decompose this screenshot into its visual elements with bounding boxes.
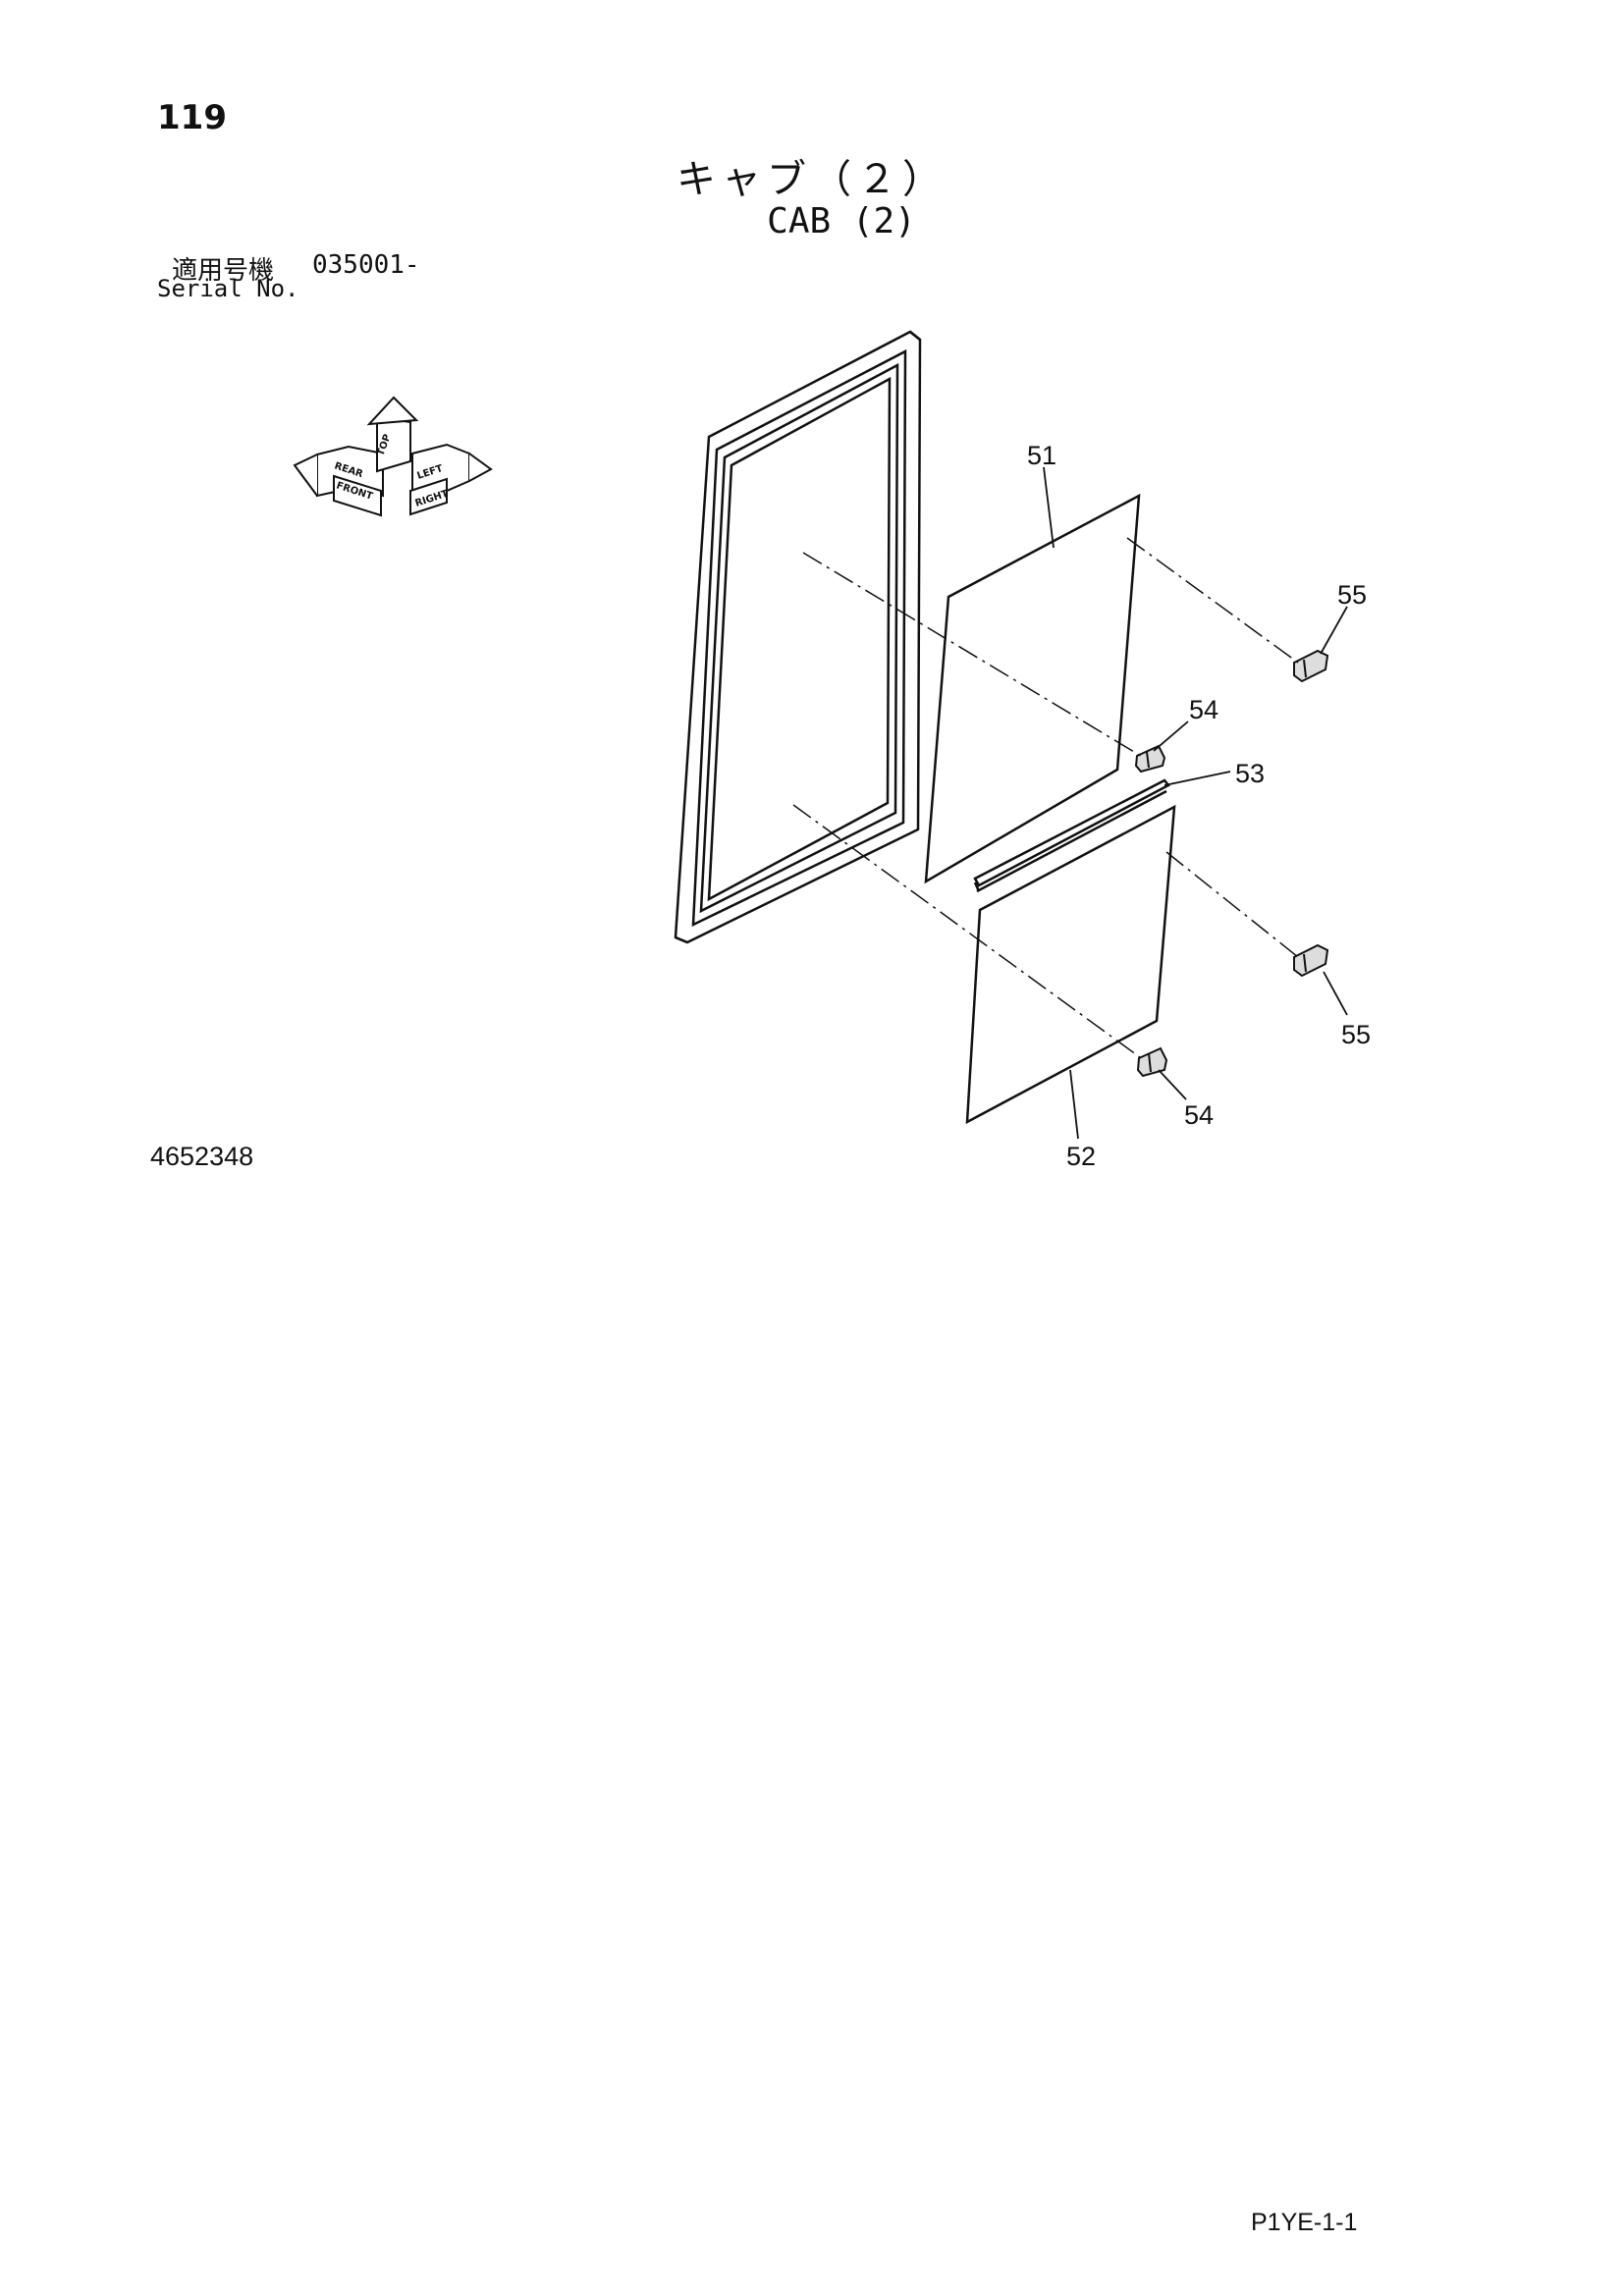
assembly-lines	[792, 537, 1299, 1061]
orientation-indicator	[293, 396, 493, 517]
clip-55-lower	[1293, 943, 1329, 978]
window-frame	[674, 330, 922, 944]
lower-glass-52	[965, 804, 1176, 1125]
callout-55-lower: 55	[1341, 1020, 1371, 1049]
title-english: CAB (2)	[767, 201, 916, 241]
clip-54-lower	[1136, 1046, 1168, 1078]
page-code: P1YE-1-1	[1251, 2209, 1358, 2236]
title-japanese: キャブ（２）	[677, 157, 947, 202]
clip-55-upper	[1293, 649, 1329, 683]
callout-53: 53	[1235, 759, 1265, 788]
callout-52: 52	[1066, 1142, 1096, 1171]
drawing-number: 4652348	[150, 1142, 254, 1171]
callout-55-upper: 55	[1337, 580, 1367, 610]
leader-lines	[1043, 466, 1348, 1140]
page-number: 119	[157, 98, 227, 137]
callout-54-lower: 54	[1184, 1100, 1214, 1130]
serial-label-english: Serial No.	[157, 275, 299, 302]
callout-54-upper: 54	[1189, 695, 1218, 724]
callout-51: 51	[1027, 441, 1056, 470]
clip-54-upper	[1134, 744, 1166, 774]
serial-label-japanese: 適用号機	[172, 256, 275, 286]
upper-glass-51	[924, 493, 1141, 884]
serial-value: 035001-	[312, 250, 420, 280]
